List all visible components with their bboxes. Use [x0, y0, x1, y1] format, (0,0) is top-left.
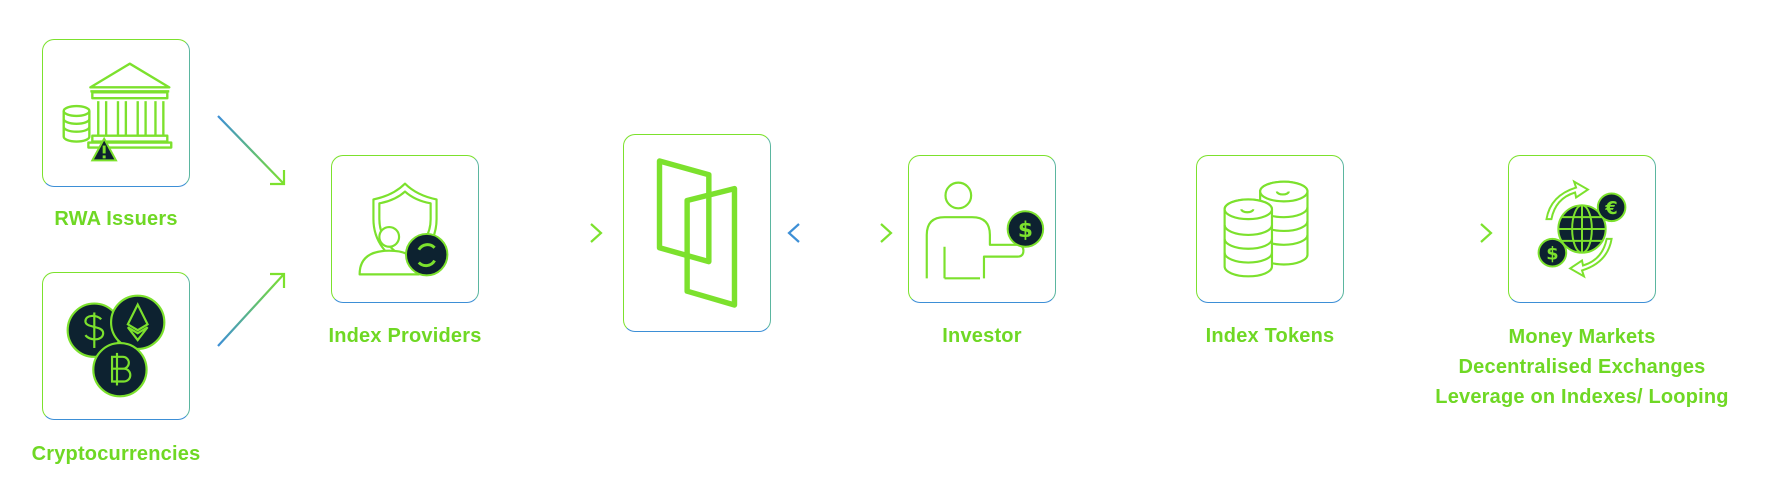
- investor-icon: $: [925, 181, 1045, 280]
- arrow-tokens-to-destinations: [1372, 223, 1493, 243]
- destinations-node: € $: [1508, 155, 1656, 303]
- decentralised-exchanges-label: Decentralised Exchanges: [1458, 356, 1706, 378]
- globe-exchange-icon: € $: [1537, 179, 1627, 279]
- investor-node: $: [908, 155, 1056, 303]
- index-tokens-label: Index Tokens: [1205, 325, 1335, 347]
- rwa-issuers-label: RWA Issuers: [54, 208, 178, 230]
- bank-icon: [62, 62, 173, 162]
- index-providers-node: [331, 155, 479, 303]
- leverage-looping-label: Leverage on Indexes/ Looping: [1435, 386, 1729, 408]
- arrow-crypto-to-providers: [217, 272, 286, 347]
- double-arrow-platform-investor: [787, 223, 893, 243]
- platform-logo-icon: [656, 158, 738, 308]
- shield-user-icon: [358, 182, 449, 277]
- svg-text:€: €: [1604, 199, 1617, 219]
- crypto-coins-icon: [66, 294, 166, 398]
- platform-node: [623, 134, 771, 332]
- arrow-rwa-to-providers: [217, 115, 286, 186]
- rwa-issuers-node: [42, 39, 190, 187]
- coin-stack-icon: [1223, 180, 1309, 278]
- destinations-labels: Money Markets Decentralised Exchanges Le…: [1422, 322, 1742, 412]
- svg-text:$: $: [1018, 218, 1033, 243]
- arrow-providers-to-platform: [502, 223, 603, 243]
- investor-label: Investor: [942, 325, 1022, 347]
- cryptocurrencies-label: Cryptocurrencies: [31, 443, 201, 465]
- index-tokens-node: [1196, 155, 1344, 303]
- cryptocurrencies-node: [42, 272, 190, 420]
- money-markets-label: Money Markets: [1508, 326, 1656, 348]
- svg-text:$: $: [1546, 245, 1558, 265]
- index-providers-label: Index Providers: [328, 325, 482, 347]
